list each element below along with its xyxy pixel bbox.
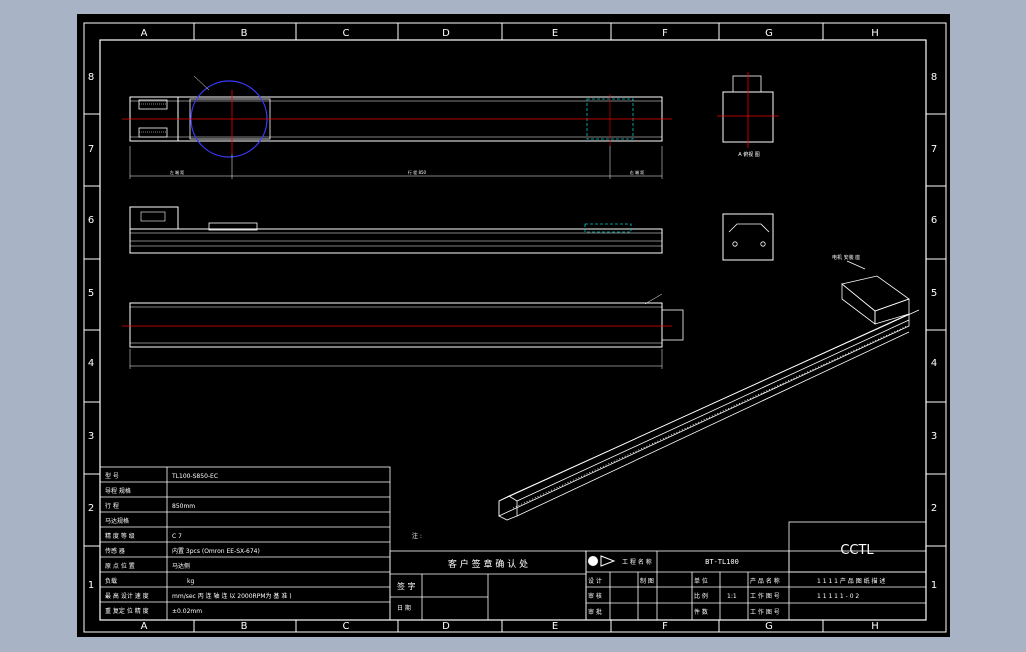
row-label-6: 6 <box>88 215 94 226</box>
scale-value: 1:1 <box>727 593 737 600</box>
row-label-8: 8 <box>88 72 94 83</box>
title-block <box>585 521 927 621</box>
column-labels-top: A B C D E F G H <box>141 28 879 39</box>
inner-frame <box>99 39 927 621</box>
param-label-5: 传感 器 <box>105 547 125 555</box>
bottom-view-body <box>129 302 663 348</box>
sensor-view-label: A 俯视 图 <box>738 151 760 158</box>
project-label: 工 程 名 称 <box>622 558 652 566</box>
drawing-no-value: 1 1 1 1 1 - 0 2 <box>817 593 859 600</box>
param-label-4: 精 度 等 级 <box>105 532 135 540</box>
param-value-4: C 7 <box>172 533 182 540</box>
row-labels-left: 8 7 6 5 4 3 2 1 <box>88 72 94 591</box>
param-label-1: 导程 规格 <box>105 487 131 495</box>
parameter-table <box>99 466 391 621</box>
row-labels-right: 8 7 6 5 4 3 2 1 <box>931 72 937 591</box>
param-value-0: TL100-S850-EC <box>171 473 218 480</box>
row-label-5-right: 5 <box>931 288 937 299</box>
isometric-view: 电机 安装 座 <box>498 254 920 521</box>
col-label-h-bottom: H <box>871 621 879 632</box>
col-label-g: G <box>765 28 773 39</box>
drawing-no-label: 工 作 图 号 <box>750 592 780 600</box>
col-label-e: E <box>552 28 558 39</box>
confirm-date-label: 日 期 <box>397 604 411 612</box>
dim-right-label: 右 端 距 <box>630 169 645 175</box>
param-label-9: 重 复定 位 精 度 <box>105 607 149 615</box>
check-label: 审 核 <box>588 592 602 600</box>
col-label-e-bottom: E <box>552 621 558 632</box>
row-label-7-right: 7 <box>931 144 937 155</box>
parameter-table-labels: 型 号 导程 规格 行 程 马达规格 精 度 等 级 传感 器 原 点 位 置 … <box>105 472 149 615</box>
company-name: CCTL <box>840 543 874 558</box>
col-label-d: D <box>442 28 450 39</box>
param-label-6: 原 点 位 置 <box>105 562 135 570</box>
col-label-c: C <box>343 28 350 39</box>
row-label-1: 1 <box>88 580 94 591</box>
row-label-4-right: 4 <box>931 358 937 369</box>
col-label-b: B <box>241 28 248 39</box>
front-view-carriage <box>208 222 258 231</box>
end-view-top: A 俯视 图 <box>717 72 779 158</box>
motor-label: 电机 安装 座 <box>832 254 860 261</box>
row-label-6-right: 6 <box>931 215 937 226</box>
param-label-3: 马达规格 <box>105 517 129 525</box>
param-value-9: ±0.02mm <box>172 608 202 615</box>
row-label-3: 3 <box>88 431 94 442</box>
design-label: 设 计 <box>588 577 602 585</box>
ratio-label: 比 例 <box>694 592 708 600</box>
row-label-4: 4 <box>88 358 94 369</box>
unit-label: 单 位 <box>694 577 708 585</box>
project-value: BT-TL100 <box>705 558 739 566</box>
param-label-2: 行 程 <box>105 502 119 510</box>
column-dividers <box>193 23 824 632</box>
front-view <box>129 206 663 254</box>
parameter-table-values: TL100-S850-EC 850mm C 7 内置 3pcs (Omron E… <box>171 473 292 615</box>
col-label-b-bottom: B <box>241 621 248 632</box>
col-label-c-bottom: C <box>343 621 350 632</box>
cad-viewport[interactable]: A B C D E F G H A B C D E F G H 8 7 6 5 … <box>77 14 950 637</box>
title-block-logo <box>588 555 616 567</box>
top-view: 左 端 距 行 程 850 右 端 距 <box>122 75 672 179</box>
row-label-3-right: 3 <box>931 431 937 442</box>
row-label-2-right: 2 <box>931 503 937 514</box>
col-label-g-bottom: G <box>765 621 773 632</box>
param-value-7: kg <box>187 578 194 585</box>
param-label-7: 负载 <box>105 577 117 585</box>
product-label: 产 品 名 称 <box>750 577 780 585</box>
col-label-d-bottom: D <box>442 621 450 632</box>
param-value-5: 内置 3pcs (Omron EE-SX-674) <box>172 547 260 555</box>
dim-overall-label: 行 程 850 <box>408 169 427 175</box>
engineering-drawing: A B C D E F G H A B C D E F G H 8 7 6 5 … <box>83 22 947 633</box>
qty-label: 件 数 <box>694 608 708 616</box>
product-value: 1 1 1 1 产 品 图 纸 描 述 <box>817 577 885 585</box>
row-label-5: 5 <box>88 288 94 299</box>
row-dividers <box>84 113 946 547</box>
row-label-2: 2 <box>88 503 94 514</box>
col-label-f-bottom: F <box>662 621 668 632</box>
param-value-2: 850mm <box>172 503 195 510</box>
col-label-h: H <box>871 28 879 39</box>
param-value-8: mm/sec 丙 连 轴 连 以 2000RPM为 基 准 ) <box>172 592 292 600</box>
row-label-7: 7 <box>88 144 94 155</box>
bottom-view <box>122 293 684 369</box>
col-label-a-bottom: A <box>141 621 148 632</box>
param-label-0: 型 号 <box>105 472 119 480</box>
outer-frame <box>83 22 947 633</box>
work-label: 工 作 图 号 <box>750 608 780 616</box>
column-labels-bottom: A B C D E F G H <box>141 621 879 632</box>
approve-label: 审 批 <box>588 608 602 616</box>
col-label-f: F <box>662 28 668 39</box>
confirm-sign-label: 签 字 <box>397 581 416 591</box>
drawn-label: 制 图 <box>640 577 654 585</box>
param-value-6: 马达侧 <box>172 562 190 570</box>
end-view-bottom <box>722 213 774 261</box>
row-label-1-right: 1 <box>931 580 937 591</box>
dim-left-label: 左 端 距 <box>170 169 185 175</box>
front-view-motor <box>129 206 179 230</box>
col-label-a: A <box>141 28 148 39</box>
confirm-title: 客 户 签 章 确 认 处 <box>448 558 528 570</box>
param-label-8: 最 高 设计 速 度 <box>105 592 149 600</box>
confirm-note: 注 : <box>412 532 422 540</box>
row-label-8-right: 8 <box>931 72 937 83</box>
